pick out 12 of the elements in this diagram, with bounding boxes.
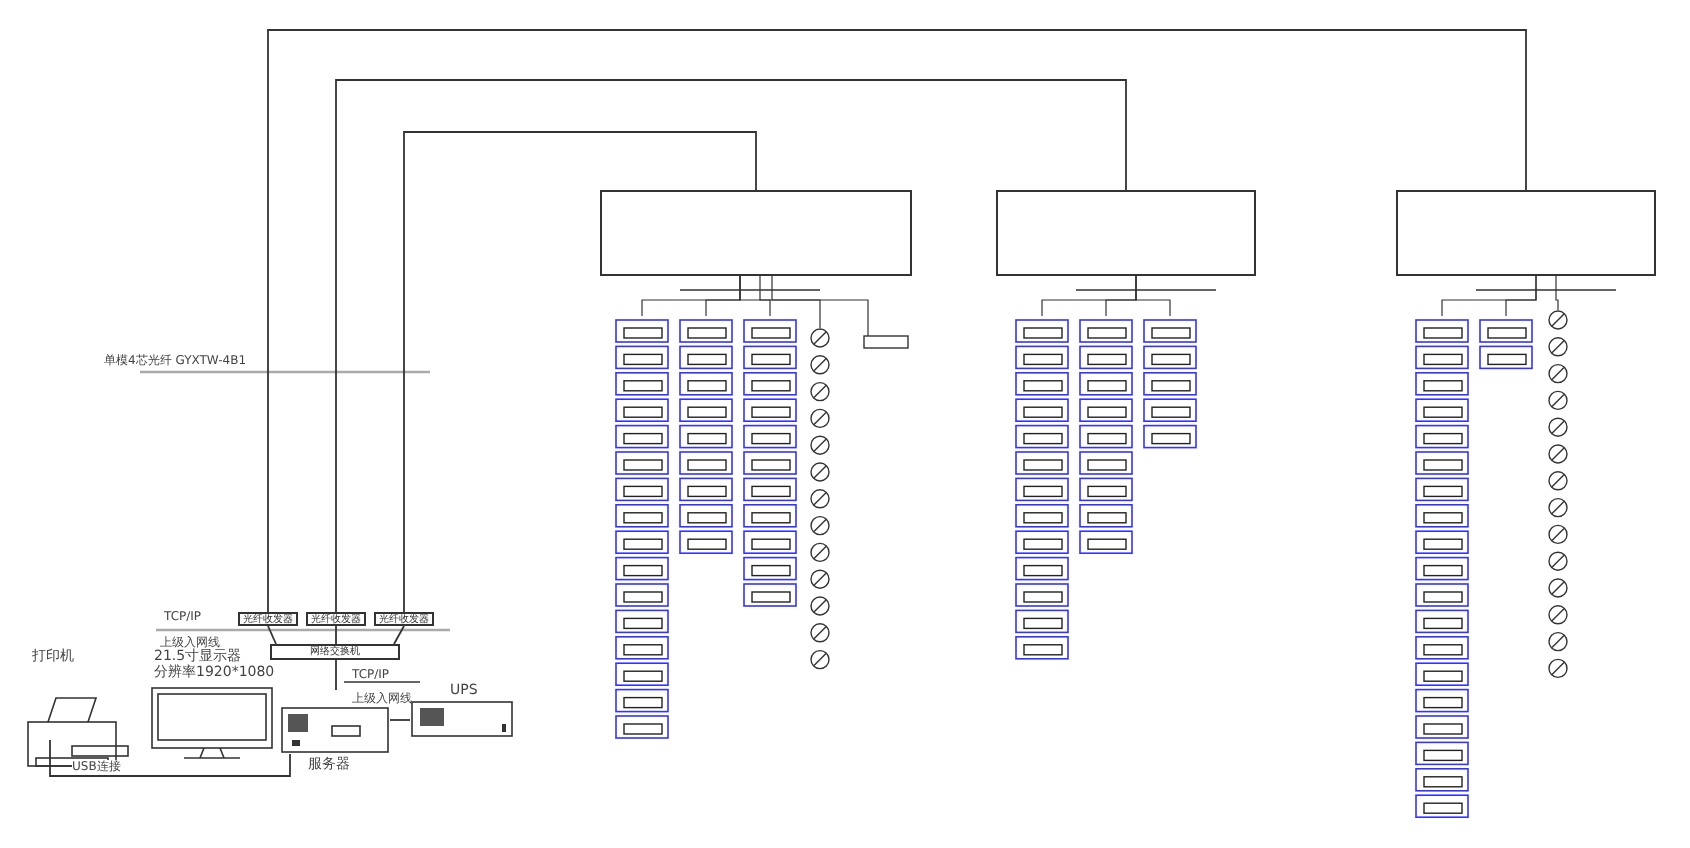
connector-line xyxy=(403,131,757,613)
connector-line xyxy=(335,659,337,691)
cabinet-box xyxy=(600,190,912,276)
connector-line xyxy=(267,625,277,645)
cabinet-box xyxy=(996,190,1256,276)
connector-line xyxy=(267,29,1527,613)
connector-line xyxy=(389,719,411,721)
connector-line xyxy=(49,739,291,777)
connector-line xyxy=(393,625,405,645)
connector-line xyxy=(335,79,1127,613)
cabinet-box xyxy=(1396,190,1656,276)
connector-line xyxy=(335,625,337,645)
